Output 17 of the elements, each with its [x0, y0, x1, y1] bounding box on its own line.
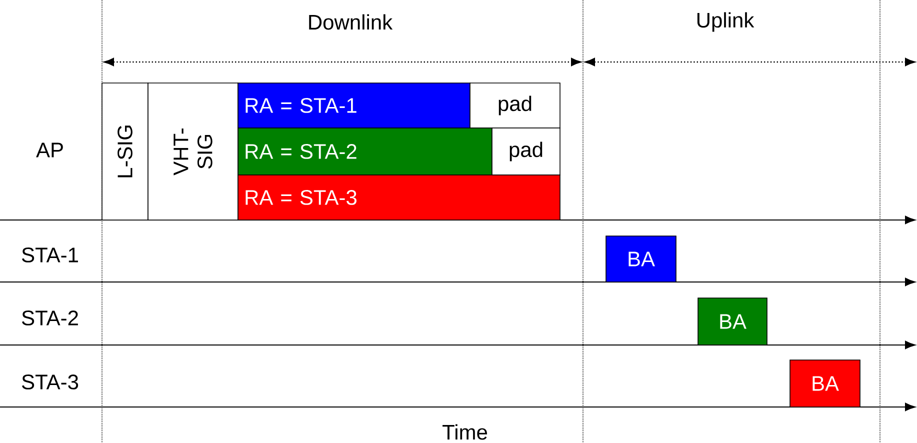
axis-label: Time — [442, 424, 488, 440]
frame-field: RA = STA-2 — [238, 128, 492, 176]
header-field: VHT- SIG — [148, 82, 238, 220]
row-label: STA-3 — [22, 374, 78, 390]
row-label: AP — [36, 142, 63, 158]
padding-field: pad — [470, 82, 560, 128]
row-label: STA-2 — [22, 310, 78, 326]
frame-field: RA = STA-1 — [238, 82, 470, 128]
ack-frame: BA — [698, 298, 768, 346]
label: Downlink — [309, 14, 393, 30]
header-field: L-SIG — [102, 82, 148, 220]
ack-frame: BA — [606, 236, 676, 282]
row-label: STA-1 — [22, 248, 78, 262]
label: Uplink — [697, 12, 754, 32]
frame-field: RA = STA-3 — [238, 174, 560, 220]
ack-frame: BA — [790, 360, 860, 408]
padding-field: pad — [492, 128, 560, 176]
